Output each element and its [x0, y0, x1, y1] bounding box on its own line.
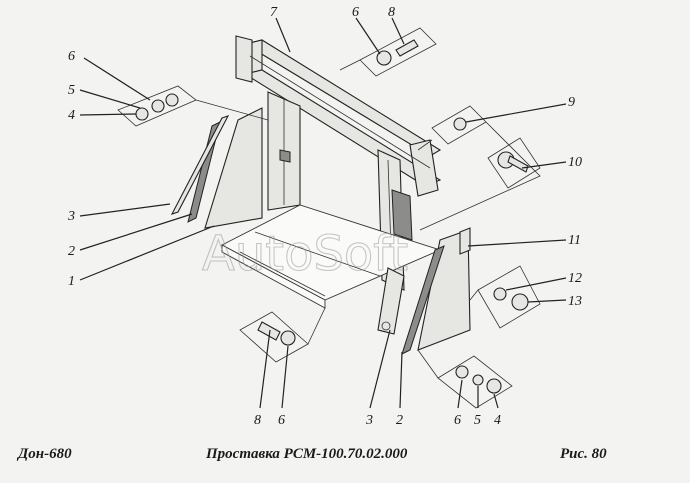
callout-8-bottom: 8	[254, 413, 261, 428]
hardware-group-bottom-left	[239, 311, 309, 363]
caption-title: Проставка РСМ-100.70.02.000	[206, 446, 408, 462]
callout-8-top: 8	[388, 5, 395, 20]
callout-2-left: 2	[68, 244, 75, 259]
callout-6-bottom-left: 6	[278, 413, 285, 428]
callout-6-left: 6	[68, 49, 75, 64]
crossbar-part	[235, 35, 442, 197]
callout-6-top: 6	[352, 5, 359, 20]
callout-3-right: 3	[365, 413, 373, 428]
callout-10: 10	[568, 155, 582, 170]
callout-3-left: 3	[67, 209, 75, 224]
callout-1: 1	[68, 274, 75, 289]
callout-12: 12	[568, 271, 582, 286]
callout-5-left: 5	[68, 83, 75, 98]
callout-2-right: 2	[396, 413, 403, 428]
hardware-group-bottom-right	[437, 355, 513, 409]
hardware-group-9	[431, 105, 487, 145]
hardware-group-12-13	[477, 265, 541, 329]
callout-4-right: 4	[494, 413, 501, 428]
callout-11: 11	[568, 233, 581, 248]
callout-5-right: 5	[474, 413, 481, 428]
callout-6-bottom-right: 6	[454, 413, 461, 428]
callout-9: 9	[568, 95, 575, 110]
leader-lines	[79, 17, 567, 409]
bolt-10	[487, 137, 541, 189]
watermark-text: AutoSoft	[202, 226, 408, 282]
caption-model: Дон-680	[18, 446, 72, 462]
callout-7: 7	[270, 5, 278, 20]
caption-figure-number: Рис. 80	[560, 446, 607, 462]
hardware-group-left	[117, 85, 197, 127]
left-side-plate	[170, 107, 263, 229]
hardware-group-top	[359, 27, 437, 77]
left-post	[267, 91, 301, 211]
callout-4-left: 4	[68, 108, 75, 123]
callout-13: 13	[568, 294, 582, 309]
connection-lines	[195, 59, 541, 379]
right-side-plate	[377, 227, 471, 355]
